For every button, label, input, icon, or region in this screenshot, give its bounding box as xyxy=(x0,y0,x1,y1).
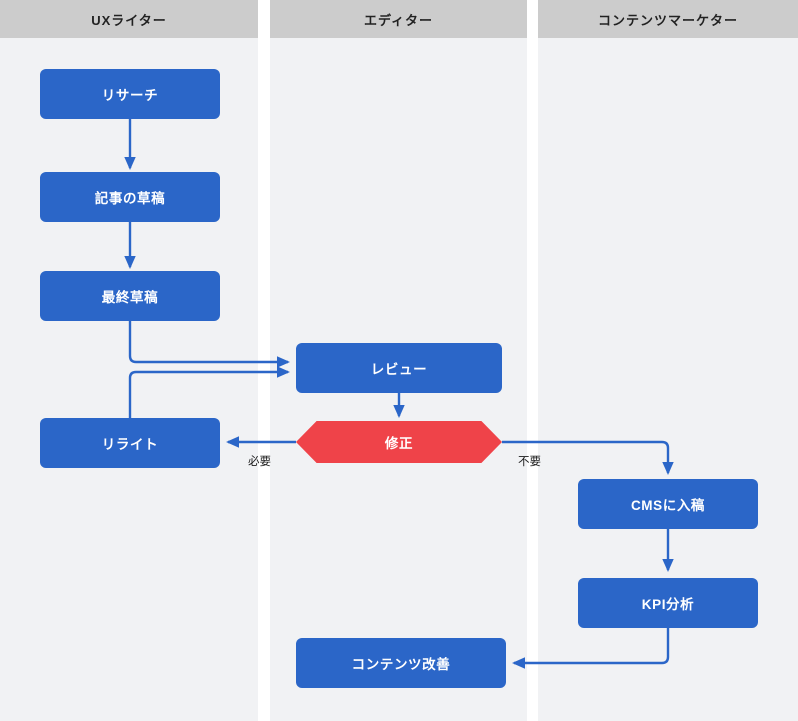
node-label-content-improvement: コンテンツ改善 xyxy=(351,657,451,672)
node-rewrite[interactable]: リライト xyxy=(40,418,220,468)
edge-kpi-analysis-to-content-improvement xyxy=(512,628,670,669)
node-content-improvement[interactable]: コンテンツ改善 xyxy=(296,638,506,688)
swimlane-header-ux-writer: UXライター xyxy=(0,0,258,38)
swimlane-label-ux-writer: UXライター xyxy=(91,12,167,28)
node-label-rewrite: リライト xyxy=(101,437,159,452)
edge-label-needed-text: 必要 xyxy=(248,456,271,468)
swimlane-label-editor: エディター xyxy=(363,12,434,28)
node-kpi-analysis[interactable]: KPI分析 xyxy=(578,578,758,628)
swimlane-header-editor: エディター xyxy=(270,0,527,38)
edge-rewrite-to-review xyxy=(128,366,290,418)
edge-label-not-needed-text: 不要 xyxy=(518,456,541,468)
edge-revision-to-cms-upload xyxy=(502,440,674,475)
node-review[interactable]: レビュー xyxy=(296,343,502,393)
node-cms-upload[interactable]: CMSに入稿 xyxy=(578,479,758,529)
edge-label-not-needed: 不要 xyxy=(518,453,541,469)
node-article-draft[interactable]: 記事の草稿 xyxy=(40,172,220,222)
edge-label-needed: 必要 xyxy=(248,453,271,469)
node-label-kpi-analysis: KPI分析 xyxy=(641,597,695,612)
swimlane-label-content-marketer: コンテンツマーケター xyxy=(597,12,738,28)
node-label-cms-upload: CMSに入稿 xyxy=(630,498,706,513)
node-final-draft[interactable]: 最終草稿 xyxy=(40,271,220,321)
node-label-article-draft: 記事の草稿 xyxy=(94,191,166,206)
swimlane-header-content-marketer: コンテンツマーケター xyxy=(538,0,798,38)
node-research[interactable]: リサーチ xyxy=(40,69,220,119)
node-revision-decision[interactable]: 修正 xyxy=(296,421,502,463)
node-label-review: レビュー xyxy=(370,362,428,377)
edge-final-draft-to-review xyxy=(128,321,290,368)
node-label-revision: 修正 xyxy=(384,436,414,451)
node-label-research: リサーチ xyxy=(101,88,159,103)
node-label-final-draft: 最終草稿 xyxy=(101,290,159,305)
